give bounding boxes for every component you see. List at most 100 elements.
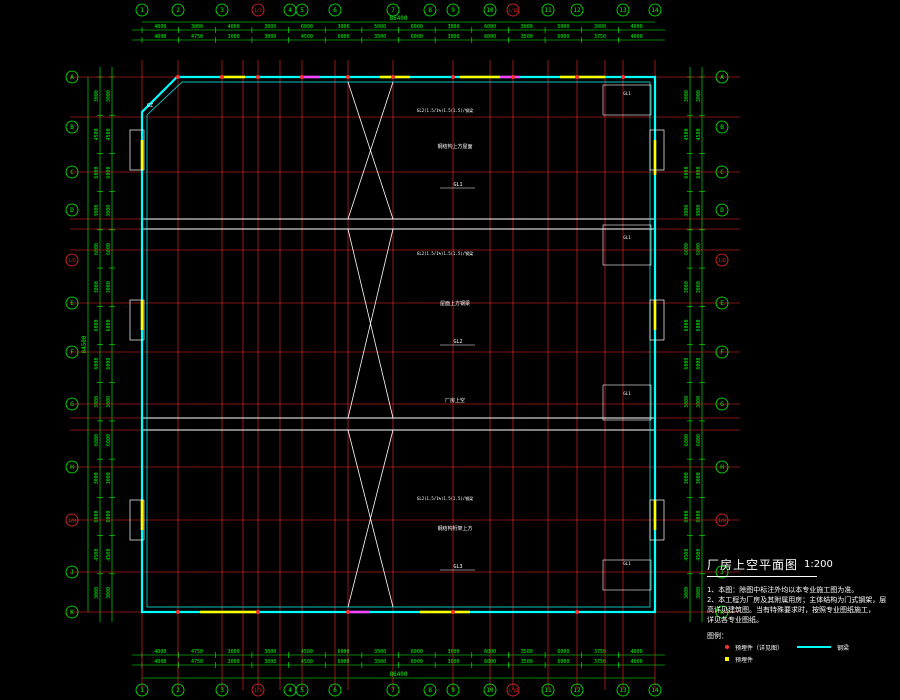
brace-line: [347, 228, 394, 419]
axis-bubble: [171, 683, 185, 697]
axis-bubble: [65, 397, 79, 411]
axis-bubble: [715, 165, 729, 179]
axis-label: F: [720, 349, 724, 356]
axis-bubble: [446, 683, 460, 697]
axis-label: 12: [573, 7, 581, 14]
title-underline: [707, 576, 817, 577]
dim-value: 4500: [106, 128, 112, 140]
dim-value: 6000: [484, 34, 496, 40]
dim-value: 6000: [684, 319, 690, 331]
axis-label: G: [70, 401, 74, 408]
wall-opening: [649, 499, 665, 541]
axis-label: 11: [544, 7, 552, 14]
axis-bubble: [616, 3, 630, 17]
dim-value: 5000: [374, 24, 386, 30]
dim-value: 3750: [594, 34, 606, 40]
embedded-part-marker: [256, 610, 260, 614]
axis-bubble: [65, 565, 79, 579]
dim-value: 4000: [154, 649, 166, 655]
dim-value: 6000: [557, 649, 569, 655]
axis-label: 5: [300, 7, 304, 14]
dim-value: 3000: [191, 24, 203, 30]
axis-bubble: [715, 460, 729, 474]
bay-label: 厂房上空: [445, 397, 465, 404]
axis-label: 4: [288, 687, 292, 694]
dim-value: 4750: [191, 659, 203, 665]
dim-value: 3000: [106, 587, 112, 599]
dim-value: 3000: [447, 659, 459, 665]
axis-label: 8: [428, 7, 432, 14]
dim-value: 4500: [301, 34, 313, 40]
embedded-part-marker: [621, 75, 625, 79]
axis-bubble: [65, 296, 79, 310]
dim-value: 6000: [684, 358, 690, 370]
axis-label: 10: [486, 7, 494, 14]
axis-label: 11: [544, 687, 552, 694]
axis-label: 1/10: [508, 688, 518, 693]
legend-label: 预埋件（详见图）: [735, 644, 784, 652]
axis-label: E: [720, 300, 724, 307]
dim-value: 3000: [94, 281, 100, 293]
dim-value: 6000: [696, 434, 702, 446]
axis-label: B: [720, 124, 724, 131]
embedded-part-marker: [256, 75, 260, 79]
dim-value: 3000: [684, 587, 690, 599]
axis-bubble: [328, 683, 342, 697]
dim-value: 3000: [106, 396, 112, 408]
axis-bubble: [328, 3, 342, 17]
side-tag: GL1: [623, 91, 631, 96]
grid-lines: [70, 60, 740, 690]
axis-bubble: [65, 165, 79, 179]
dim-value: 4000: [154, 34, 166, 40]
axis-bubble: [65, 460, 79, 474]
dim-value: 6000: [94, 358, 100, 370]
axis-label: 2: [176, 687, 180, 694]
dim-value: 3000: [106, 281, 112, 293]
axis-bubble: [715, 513, 729, 527]
axis-label: 1: [140, 7, 144, 14]
wall-opening: [649, 129, 665, 171]
axis-label: K: [720, 609, 724, 616]
dim-value: 6000: [696, 510, 702, 522]
dim-value: 3000: [228, 34, 240, 40]
dim-value: 6000: [696, 243, 702, 255]
axis-label: C: [720, 169, 724, 176]
axis-label: 14: [651, 687, 659, 694]
dim-value: 4000: [154, 659, 166, 665]
dim-total: 86400: [389, 15, 407, 22]
dim-value: 3000: [264, 649, 276, 655]
axis-bubble: [715, 565, 729, 579]
dim-value: 6000: [301, 24, 313, 30]
dim-value: 6000: [94, 510, 100, 522]
axis-label: 6: [333, 7, 337, 14]
beam-note: GL2(1.5/1%)1.5(1.5)/钢梁: [417, 495, 473, 501]
legend-extra: 钢梁: [837, 644, 850, 652]
dim-value: 3750: [594, 649, 606, 655]
dim-value: 6000: [94, 167, 100, 179]
wall-opening: [649, 299, 665, 341]
dim-value: 6000: [684, 167, 690, 179]
axis-bubbles: 1122331/31/344556677889910101/101/101111…: [65, 3, 729, 697]
dim-value: 3000: [684, 396, 690, 408]
brace-line: [347, 429, 394, 608]
dim-value: 4500: [301, 659, 313, 665]
note-line: 详见各专业图纸。: [707, 616, 763, 624]
dim-value: 3000: [684, 281, 690, 293]
dim-value: 6000: [106, 358, 112, 370]
axis-bubble: [295, 3, 309, 17]
axis-bubble: [715, 605, 729, 619]
embedded-part-marker: [391, 75, 395, 79]
embedded-part-marker: [176, 75, 180, 79]
axis-label: 9: [451, 7, 455, 14]
axis-bubble: [423, 3, 437, 17]
note-line: 1、本图：除图中标注外均以本专业施工图为准。: [707, 586, 859, 594]
wall-opening: [129, 299, 145, 341]
cyan-line-icon: [797, 646, 832, 648]
wall-opening: [129, 129, 145, 171]
axis-bubble: [251, 3, 265, 17]
bay-label: 屋面上方钢梁: [440, 300, 470, 307]
dim-value: 6000: [338, 34, 350, 40]
note-line: 高详见建筑图。当有特殊要求时，按照专业图纸施工，: [707, 606, 875, 614]
axis-label: 13: [619, 7, 627, 14]
